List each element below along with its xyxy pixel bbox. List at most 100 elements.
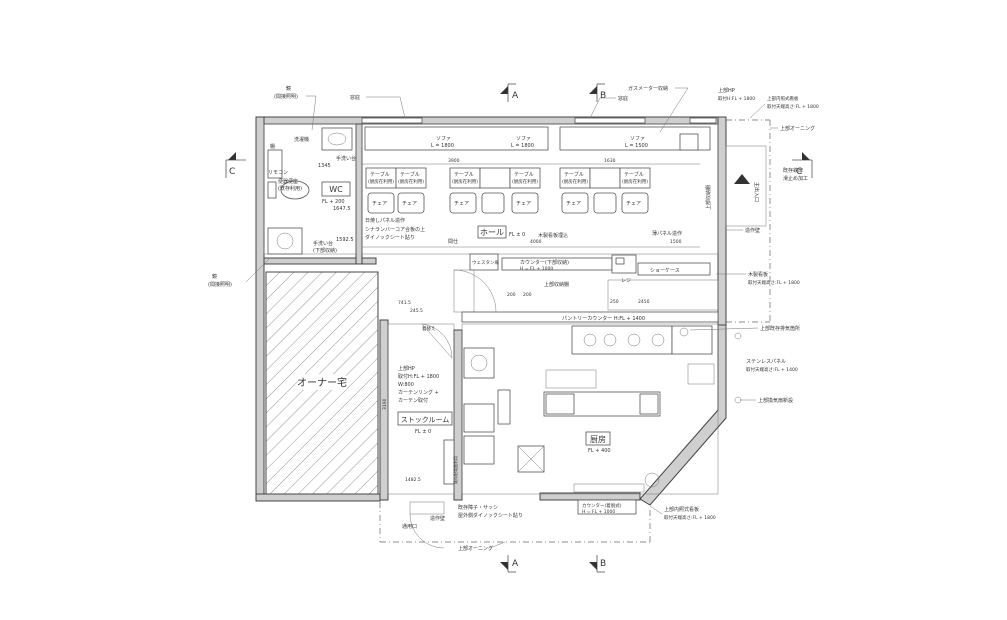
- counter-label: カウンター(下部収納): [520, 259, 569, 266]
- cylinder-note: シナランバーコア合板の上: [365, 226, 425, 233]
- showcase-block: [637, 262, 711, 276]
- dim-245: 245.5: [410, 308, 423, 314]
- stock-label: ストックルーム: [401, 416, 450, 424]
- sink-left: [463, 347, 495, 379]
- table-label-3: テーブル: [454, 171, 474, 178]
- stock-vertical-label: 既存配電盤利用: [452, 456, 458, 484]
- table-label-1: テーブル: [370, 171, 390, 178]
- awning-bottom-label: 上部オーニング: [458, 545, 493, 552]
- section-c-label-left: C: [229, 167, 235, 177]
- upper-hp-left: 上部HP: [398, 365, 415, 372]
- western-door-label: ウェスタン扉: [472, 259, 499, 266]
- counter-dim: H = FL + 1000: [520, 266, 553, 272]
- chairs: [367, 192, 649, 214]
- owner-house: オーナー宅: [265, 271, 379, 495]
- chair-label-6: チェア: [626, 201, 641, 207]
- stainless-panel-dim: 取付天端高さ:FL + 1400: [746, 366, 798, 373]
- wood-sign-right: 木製看板: [748, 271, 768, 278]
- window-top-right: 窓庇: [618, 95, 628, 102]
- built-wall-bottom: 造作壁: [430, 515, 445, 522]
- handwash-storage-label: 手洗い台: [313, 240, 333, 247]
- kitchen-label: 厨房: [590, 434, 606, 444]
- showcase-label: ショーケース: [650, 267, 680, 274]
- chair-label-2: チェア: [402, 201, 417, 207]
- entrance-side-label: 主出入口: [753, 182, 760, 202]
- cooking-line: [571, 325, 673, 355]
- pantry-counter-label: パントリーカウンター H:FL + 1400: [562, 315, 645, 322]
- dim-2450: 2450: [638, 299, 650, 305]
- fridge-left-1: [463, 403, 495, 433]
- upper-storage-label: 上部収納棚: [544, 281, 569, 288]
- ventilation-unit: [671, 325, 713, 355]
- hall-label: ホール: [480, 228, 504, 237]
- bottom-awning: 通用口 カウンター(着脱式) H = FL + 1000: [379, 499, 651, 549]
- wood-sign-right-dim: 取付天端高さ:FL + 1800: [748, 279, 800, 286]
- sofa-left-label: ソファ: [436, 136, 451, 142]
- table-note-4: (厨房在利用): [512, 178, 538, 185]
- curtain-label-2: カーテン取付: [398, 397, 428, 404]
- table-note-6: (厨房在利用): [622, 178, 648, 185]
- dim-1647: 1647.5: [333, 206, 351, 212]
- mirror-top: 鏡: [286, 85, 291, 92]
- western-door: [469, 253, 499, 271]
- stock-fl: FL ± 0: [415, 429, 431, 435]
- dim-4000: 4000: [530, 239, 542, 245]
- toilet: [280, 180, 310, 200]
- ceiling-panel-bottom: 上部内照式看板: [664, 506, 699, 513]
- section-a-label-top: A: [512, 91, 519, 101]
- shelf-label: 棚: [270, 143, 275, 150]
- window-top-left: 窓庇: [350, 94, 360, 101]
- handwash-storage-note: (下部収納): [313, 247, 337, 254]
- dim-741: 741.5: [398, 300, 411, 306]
- counter-bottom-label: カウンター(着脱式): [582, 502, 622, 509]
- dim-1345: 1345: [318, 163, 331, 169]
- sofa-right-label: ソファ: [516, 136, 531, 142]
- section-marker-c-left: C: [225, 152, 246, 178]
- hall-label-box: [477, 225, 507, 239]
- mirror-top-note: (間接照明): [274, 93, 298, 100]
- table-note-3: (厨房在利用): [452, 178, 478, 185]
- upper-storage-vertical: 上部収納棚: [705, 185, 712, 210]
- shelf-unit: [267, 149, 283, 179]
- washer-box: [267, 227, 303, 255]
- curtain-label: カーテンリング +: [398, 389, 439, 396]
- hall-area: ソファ L = 1800 ソファ L = 1800 ソファ L = 1500 テ…: [361, 123, 719, 255]
- ventilation-label: 上部既存排気箇所: [760, 325, 800, 332]
- gas-meter-label: ガスメーター収納: [628, 85, 668, 92]
- entrance-note: 通用口: [402, 523, 417, 530]
- stainless-panel-label: ステンレスパネル: [746, 359, 786, 365]
- table-label-5: テーブル: [564, 171, 584, 178]
- table-note-5: (厨房在利用): [562, 178, 588, 185]
- section-marker-b-bottom: B: [589, 555, 606, 573]
- counter-area: カウンター(下部収納) H = FL + 1000 レジ ショーケース ウェスタ…: [398, 253, 719, 314]
- pantry-counter-block: [461, 311, 719, 323]
- dim-1630: 1630: [604, 158, 616, 164]
- register-label: レジ: [621, 278, 631, 284]
- remote-label: 洗濯機: [294, 136, 309, 143]
- sofa-right-dim: L = 1800: [511, 143, 534, 149]
- toilet-note: (既存利用): [278, 185, 302, 192]
- chair-label-5: チェア: [566, 201, 581, 207]
- existing-door-note: 滑止め加工: [783, 175, 808, 182]
- section-marker-a-top: A: [500, 83, 519, 102]
- wc-handwash-label: 手洗い台: [336, 155, 356, 162]
- sofa-left-block: [364, 126, 549, 151]
- counter-bottom-box: [577, 499, 637, 515]
- chair-label-1: チェア: [372, 201, 387, 207]
- wc-label-box: [321, 181, 351, 197]
- upper-hp-label: 上部HP: [718, 87, 735, 94]
- upper-hp-left-dim: 取付H:FL + 1800: [398, 373, 439, 380]
- wood-sign-label: 木製看板埋込: [538, 232, 568, 239]
- dim-3900: 3900: [448, 158, 460, 164]
- existing-sash-label: 既存障子・サッシ: [458, 504, 498, 511]
- ceiling-panel-label: 上部内照式看板: [767, 95, 799, 102]
- mirror-left-note: (間接照明): [208, 281, 232, 288]
- dim-1482: 1482.5: [405, 477, 421, 483]
- right-entrance: 主出入口 上部収納棚: [679, 119, 771, 323]
- changing-label: 着替え: [422, 325, 436, 332]
- section-marker-b-top: B: [589, 83, 606, 102]
- wc-fl: FL + 200: [322, 199, 345, 205]
- awning-top-label: 上部オーニング: [780, 125, 815, 132]
- existing-door-label: 既存鉄扉: [783, 167, 803, 174]
